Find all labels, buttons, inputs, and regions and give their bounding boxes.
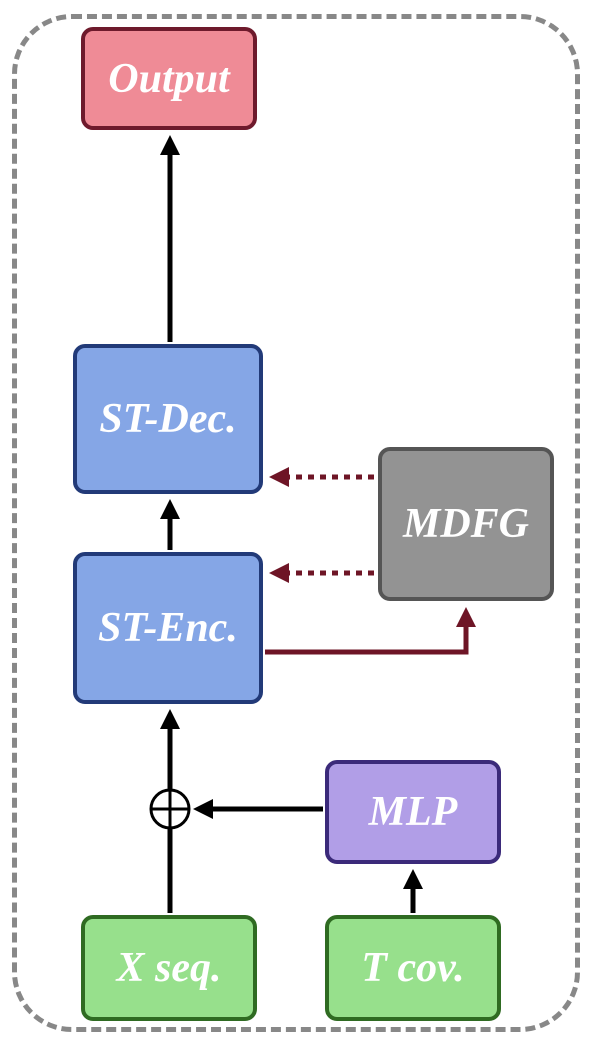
mlp-block: MLP (325, 760, 501, 864)
t-cov-input-block: T cov. (325, 915, 501, 1021)
dashed-boundary (12, 14, 580, 1032)
sum-operator (149, 788, 191, 830)
x-seq-input-block: X seq. (81, 915, 257, 1021)
st-decoder-block: ST-Dec. (73, 344, 263, 494)
mdfg-block: MDFG (378, 447, 554, 601)
st-enc-to-mdfg-arrow (265, 607, 476, 655)
st-encoder-block: ST-Enc. (73, 552, 263, 704)
output-block: Output (81, 27, 257, 130)
